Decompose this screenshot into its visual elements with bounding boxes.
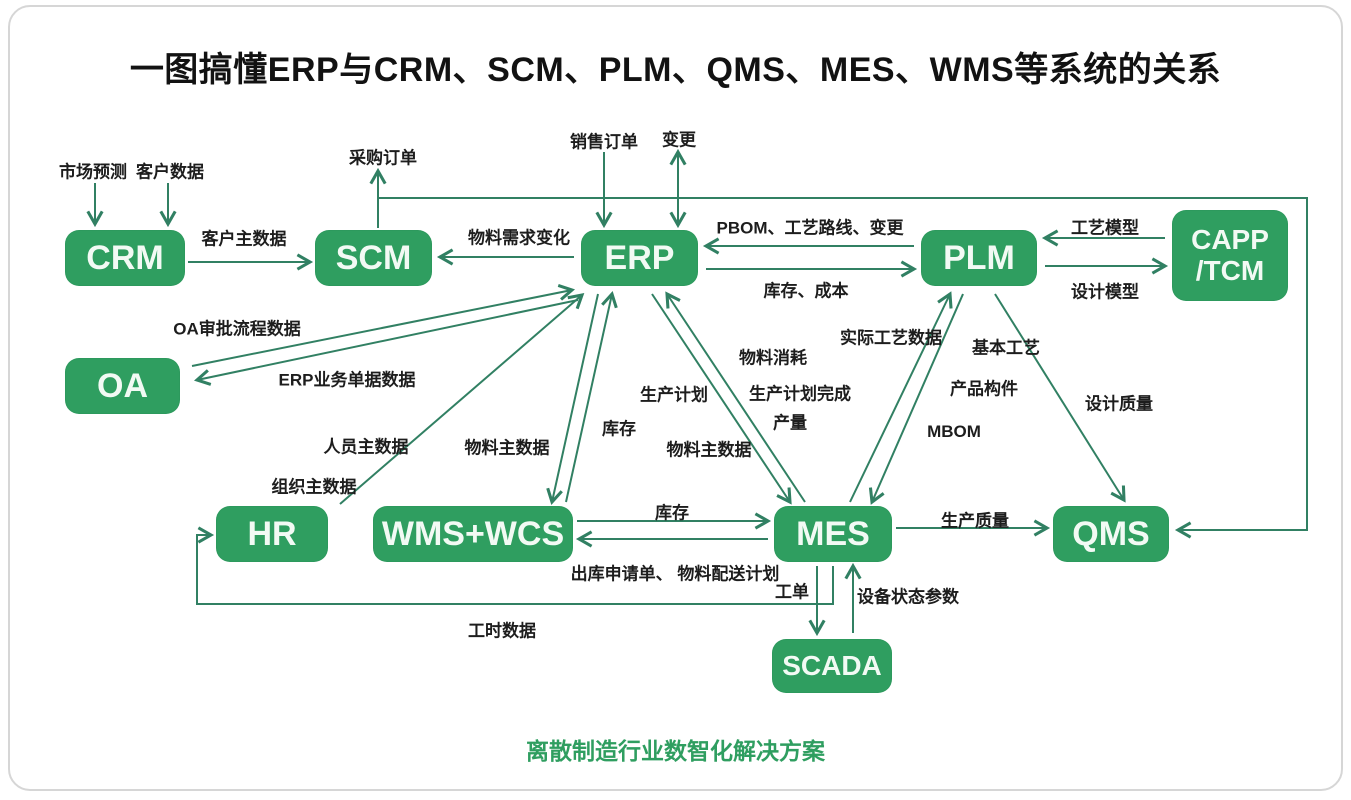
edge-label-org-master: 组织主数据 bbox=[271, 477, 357, 497]
edge-label-actual-process-data: 实际工艺数据 bbox=[840, 328, 942, 348]
edge-label-production-quality: 生产质量 bbox=[941, 511, 1009, 531]
edge-label-production-plan-done: 生产计划完成 bbox=[749, 384, 851, 404]
node-scm: SCM bbox=[315, 230, 432, 286]
edge-label-personnel-master: 人员主数据 bbox=[323, 437, 409, 457]
arrow-topline-qms bbox=[378, 197, 1308, 539]
edge-label-production-plan: 生产计划 bbox=[640, 385, 708, 405]
edge-label-sales-order: 销售订单 bbox=[570, 132, 638, 152]
edge-label-material-demand-change: 物料需求变化 bbox=[468, 228, 570, 248]
edge-label-equipment-status: 设备状态参数 bbox=[857, 587, 959, 607]
edge-label-change: 变更 bbox=[662, 130, 696, 150]
edge-label-market-forecast: 市场预测 bbox=[59, 162, 127, 182]
edge-label-customer-data: 客户数据 bbox=[136, 162, 204, 182]
edge-label-inventory-cost: 库存、成本 bbox=[763, 281, 849, 301]
edge-label-oa-approval-data: OA审批流程数据 bbox=[173, 319, 301, 339]
arrow-mes-plm bbox=[849, 291, 953, 503]
node-scada: SCADA bbox=[772, 639, 892, 693]
edge-label-material-consumption: 物料消耗 bbox=[739, 348, 807, 368]
node-capp-tcm: CAPP /TCM bbox=[1172, 210, 1288, 301]
edge-label-basic-process: 基本工艺 bbox=[972, 338, 1040, 358]
node-plm: PLM bbox=[921, 230, 1037, 286]
node-crm: CRM bbox=[65, 230, 185, 286]
edge-label-working-hours: 工时数据 bbox=[468, 621, 536, 641]
node-erp: ERP bbox=[581, 230, 698, 286]
edge-label-inventory-erp-wms: 库存 bbox=[602, 419, 636, 439]
footer-caption: 离散制造行业数智化解决方案 bbox=[526, 738, 825, 764]
diagram-title: 一图搞懂ERP与CRM、SCM、PLM、QMS、MES、WMS等系统的关系 bbox=[129, 51, 1222, 89]
edge-label-output-qty: 产量 bbox=[773, 413, 807, 433]
edge-label-customer-master: 客户主数据 bbox=[201, 229, 287, 249]
edge-label-erp-doc-data: ERP业务单据数据 bbox=[278, 370, 416, 390]
edge-label-material-master-wms: 物料主数据 bbox=[464, 438, 550, 458]
node-hr: HR bbox=[216, 506, 328, 562]
node-qms: QMS bbox=[1053, 506, 1169, 562]
diagram-border bbox=[8, 5, 1343, 791]
node-oa: OA bbox=[65, 358, 180, 414]
arrow-plm-mes bbox=[868, 293, 964, 505]
node-wms-wcs: WMS+WCS bbox=[373, 506, 573, 562]
arrow-wms-erp bbox=[565, 290, 618, 503]
arrow-mes-erp bbox=[665, 291, 806, 503]
edge-label-work-order: 工单 bbox=[775, 582, 809, 602]
arrow-oa-erp bbox=[191, 283, 576, 367]
edge-label-mbom: MBOM bbox=[927, 422, 981, 441]
edge-label-inventory-wms-mes: 库存 bbox=[655, 503, 689, 523]
edge-label-process-model: 工艺模型 bbox=[1071, 218, 1139, 238]
arrow-plm-qms bbox=[994, 293, 1126, 503]
arrow-erp-wms bbox=[546, 293, 599, 506]
arrow-mes-hr-hours bbox=[196, 526, 834, 605]
edge-label-design-model: 设计模型 bbox=[1071, 282, 1139, 302]
edge-label-product-component: 产品构件 bbox=[950, 379, 1018, 399]
edge-label-pbom-route-change: PBOM、工艺路线、变更 bbox=[716, 218, 904, 238]
arrow-erp-oa bbox=[193, 299, 579, 386]
edge-label-purchase-order: 采购订单 bbox=[349, 148, 417, 168]
arrow-hr-erp bbox=[339, 292, 585, 505]
edge-label-design-quality: 设计质量 bbox=[1085, 394, 1153, 414]
arrow-erp-mes bbox=[651, 293, 792, 505]
edge-label-outbound-request: 出库申请单、 物料配送计划 bbox=[570, 564, 780, 584]
edge-label-material-master-mes: 物料主数据 bbox=[666, 440, 752, 460]
node-mes: MES bbox=[774, 506, 892, 562]
